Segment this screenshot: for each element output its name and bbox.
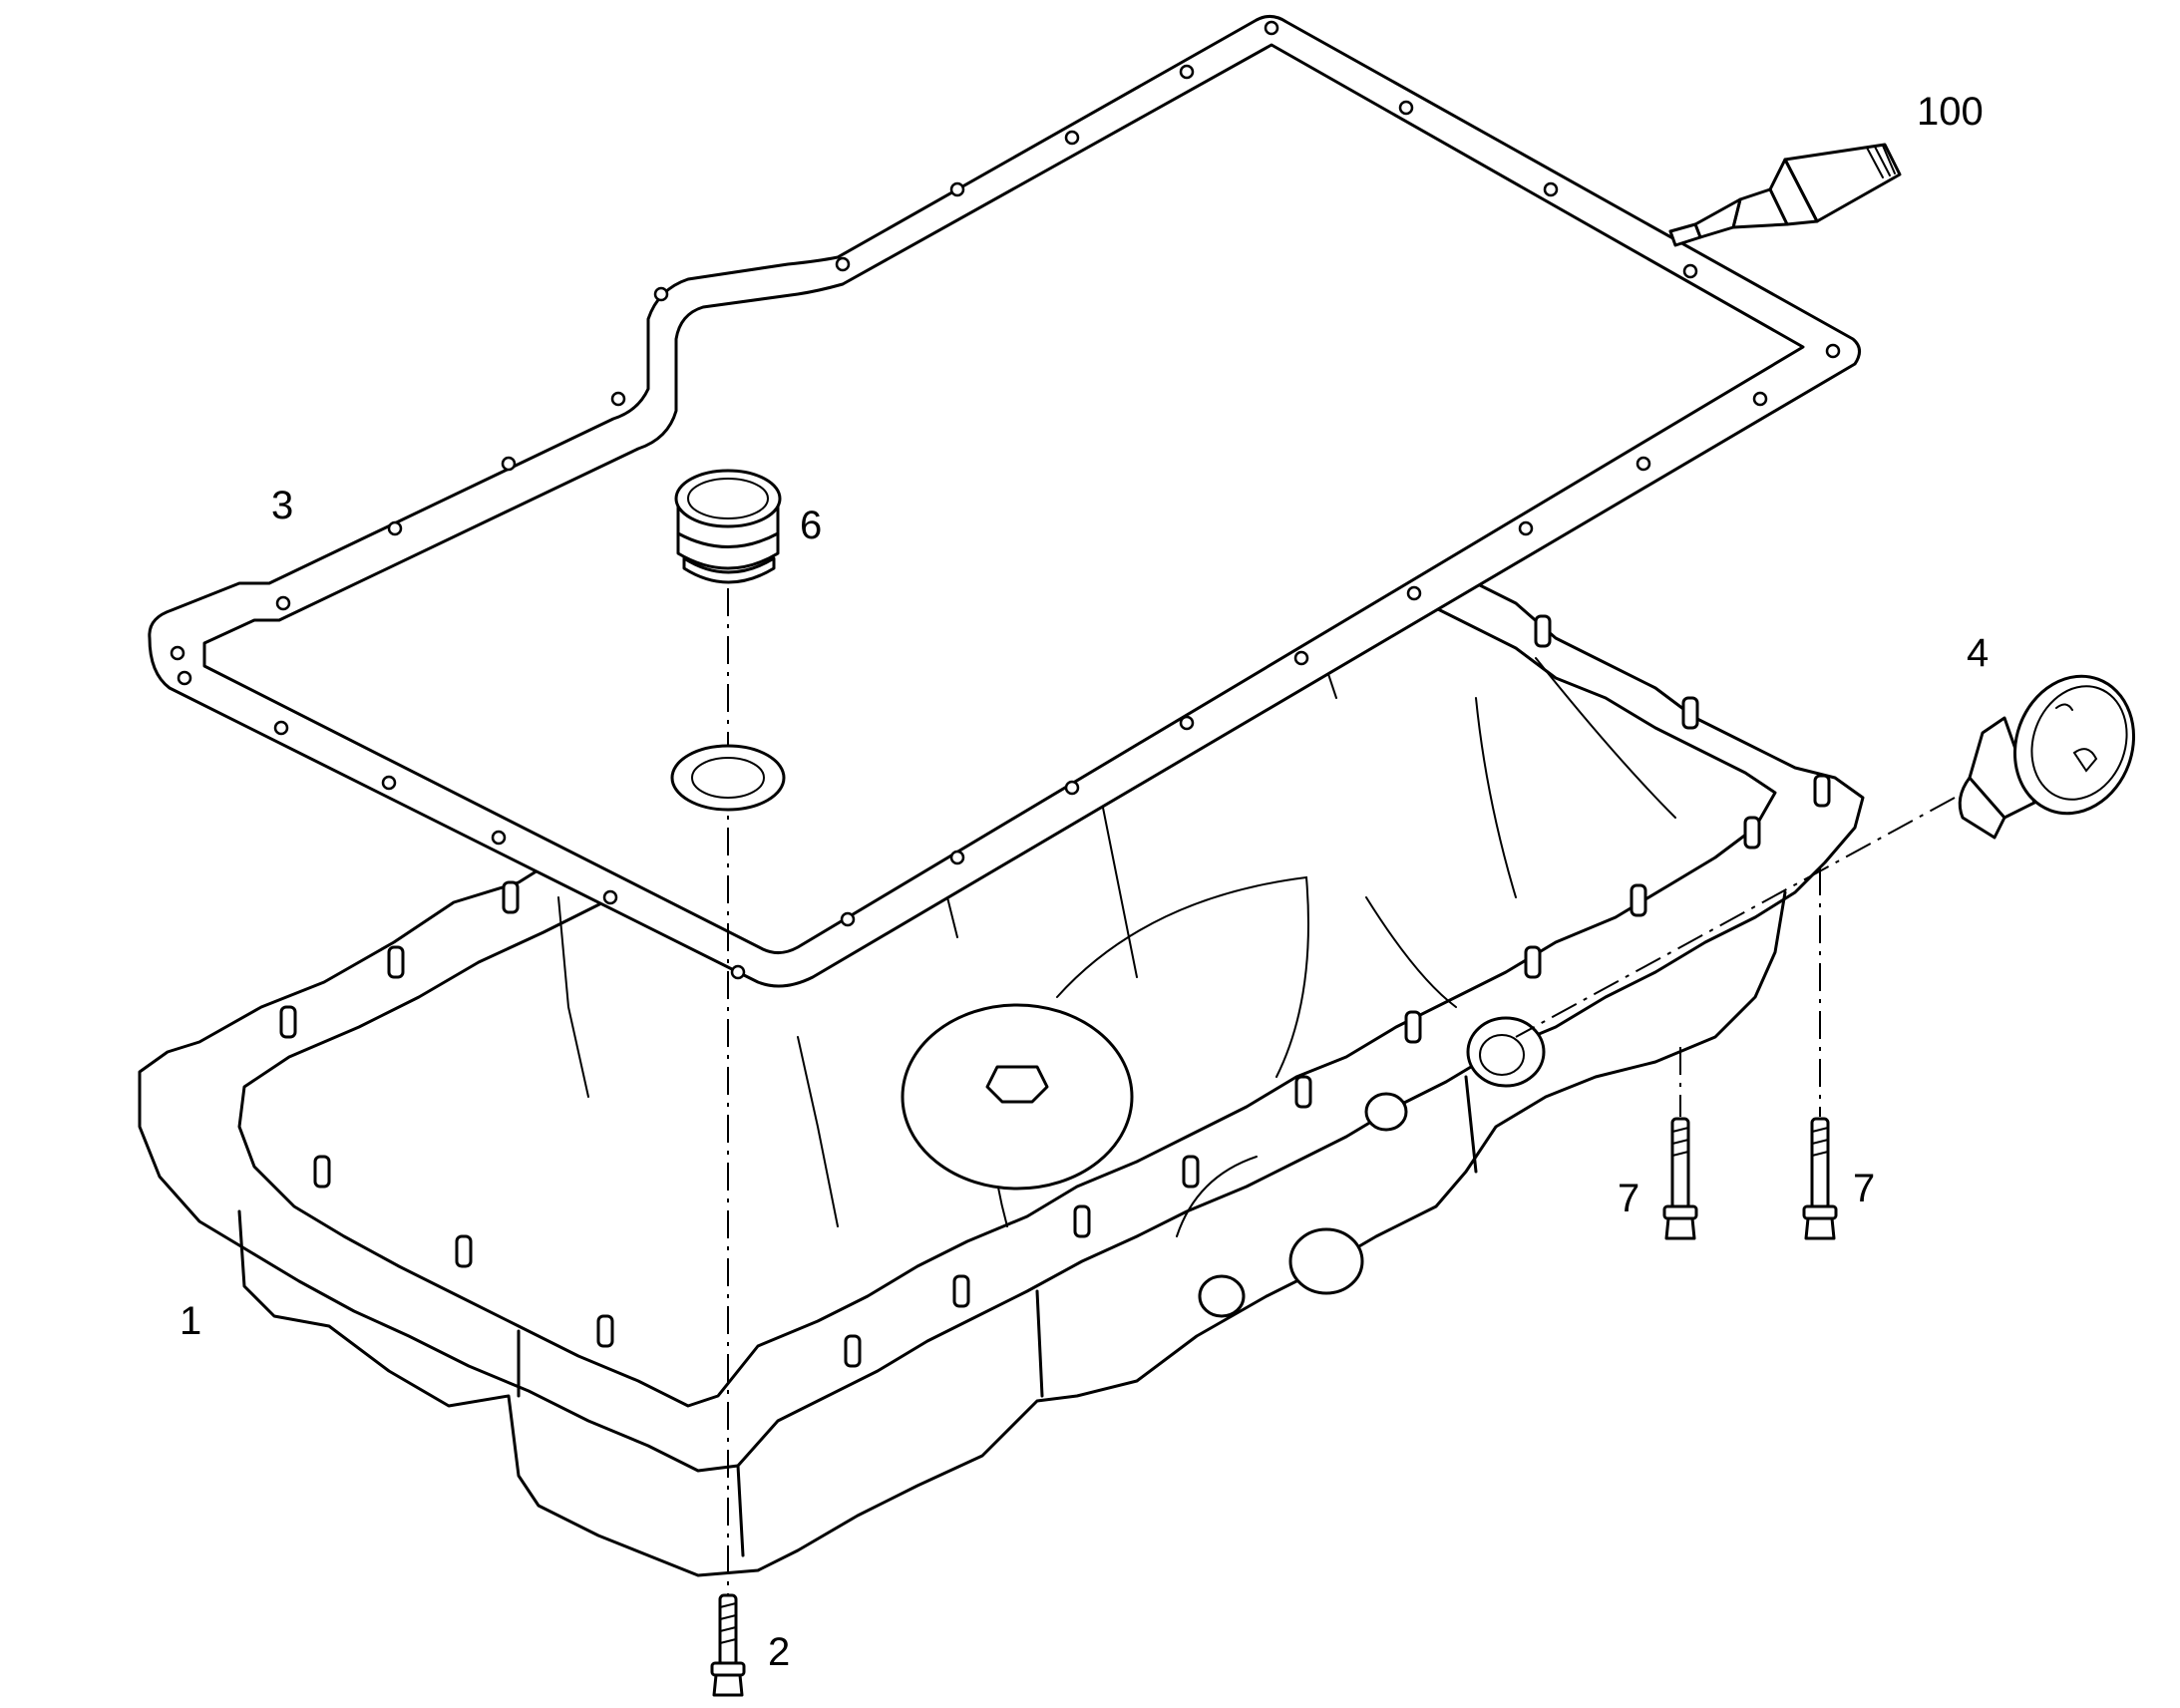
oil-pan-lower-boss [1288, 1227, 1364, 1295]
oil-pan-gasket [148, 15, 1861, 988]
callout-part-3: 3 [271, 484, 293, 527]
bolt-part-7-left [1662, 1117, 1698, 1240]
oil-pan-side-plug [1198, 1274, 1246, 1318]
bolt-part-2 [710, 1593, 746, 1697]
oil-pan-pickup-boss [985, 1065, 1049, 1104]
gasket-inner [202, 43, 1805, 954]
callout-part-4: 4 [1967, 631, 1989, 675]
oil-pan-plug-boss [670, 744, 786, 812]
centerline-drain-plug [1515, 797, 1956, 1038]
callout-part-1: 1 [180, 1299, 201, 1343]
callout-part-6: 6 [800, 504, 822, 547]
oil-pan-drain-hole [1479, 1034, 1525, 1076]
sealant-tube-part-100 [1668, 143, 1902, 247]
callout-part-7-right: 7 [1853, 1167, 1875, 1210]
callout-part-2: 2 [768, 1630, 790, 1674]
callout-part-7-left: 7 [1618, 1177, 1639, 1220]
oil-pan-pickup-cover [901, 1003, 1134, 1191]
oil-pan-body [237, 890, 1787, 1577]
oil-pan-sump-wall [517, 1075, 1478, 1557]
gasket-bolt-holes [170, 20, 1841, 980]
callout-part-100: 100 [1917, 90, 1984, 134]
plug-part-6 [674, 469, 782, 584]
oil-pan-plug-bore [691, 757, 765, 799]
bolt-part-7-right [1802, 1117, 1838, 1240]
oil-pan-sensor-port [1364, 1092, 1408, 1132]
drain-plug-part-4 [1958, 674, 2136, 840]
